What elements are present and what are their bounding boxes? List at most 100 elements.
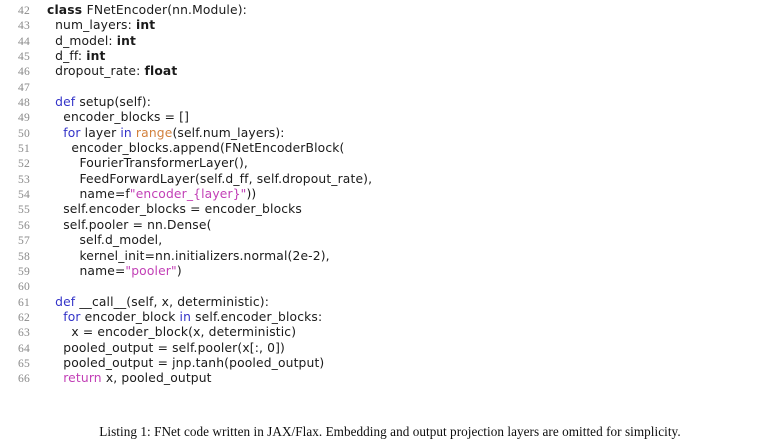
line-number: 64 — [18, 341, 30, 355]
code-line: 62 for encoder_block in self.encoder_blo… — [0, 310, 780, 325]
code-token-plain: pooled_output = jnp.tanh(pooled_output) — [47, 355, 325, 370]
code-token-plain: d_ff: — [47, 49, 87, 64]
code-line-text: kernel_init=nn.initializers.normal(2e-2)… — [30, 249, 780, 264]
code-line-text: name=f"encoder_{layer}")) — [30, 187, 780, 202]
code-line-text: self.encoder_blocks = encoder_blocks — [30, 202, 780, 217]
code-token-plain: name=f — [47, 187, 130, 202]
code-line: 46 dropout_rate: float — [0, 64, 780, 79]
code-line: 59 name="pooler") — [0, 264, 780, 279]
code-line: 49 encoder_blocks = [] — [0, 110, 780, 125]
code-token-plain: encoder_blocks = [] — [47, 110, 190, 125]
code-token-plain: name= — [47, 263, 126, 278]
code-token-plain: layer — [84, 125, 121, 140]
line-number: 59 — [18, 264, 30, 278]
code-line-text: def __call__(self, x, deterministic): — [30, 295, 780, 310]
code-line: 66 return x, pooled_output — [0, 371, 780, 386]
code-token-plain: self.encoder_blocks: — [195, 309, 323, 324]
code-token-plain: d_model: — [47, 33, 117, 48]
code-token-plain: ) — [176, 263, 182, 278]
line-number: 60 — [18, 280, 30, 294]
code-line-text: for encoder_block in self.encoder_blocks… — [30, 310, 780, 325]
code-token-plain: self.d_model, — [47, 233, 163, 248]
code-token-plain: num_layers: — [47, 18, 136, 33]
code-token-plain: FourierTransformerLayer(), — [47, 156, 248, 171]
line-number: 47 — [18, 80, 30, 94]
code-line-text: FeedForwardLayer(self.d_ff, self.dropout… — [30, 172, 780, 187]
code-line: 45 d_ff: int — [0, 49, 780, 64]
code-line: 53 FeedForwardLayer(self.d_ff, self.drop… — [0, 172, 780, 187]
code-line-text: encoder_blocks = [] — [30, 110, 780, 125]
line-number: 50 — [18, 126, 30, 140]
line-number: 66 — [18, 372, 30, 386]
code-token-plain: (self.num_layers): — [172, 125, 285, 140]
code-token-plain: FNetEncoder(nn.Module): — [86, 3, 247, 17]
code-line-text: name="pooler") — [30, 264, 780, 279]
code-line-text: FourierTransformerLayer(), — [30, 156, 780, 171]
code-line-text: x = encoder_block(x, deterministic) — [30, 325, 780, 340]
code-token-plain — [47, 95, 55, 109]
code-line-text: dropout_rate: float — [30, 64, 780, 79]
line-number: 48 — [18, 96, 30, 110]
code-token-builtin: range — [135, 125, 173, 140]
code-line: 48 def setup(self): — [0, 95, 780, 110]
code-line-text: pooled_output = self.pooler(x[:, 0]) — [30, 341, 780, 356]
code-token-kw: def — [55, 294, 80, 309]
code-token-kw: in — [120, 125, 136, 140]
code-token-kwbold: class — [47, 3, 87, 17]
code-line-text: encoder_blocks.append(FNetEncoderBlock( — [30, 141, 780, 156]
code-token-str: "pooler" — [125, 263, 177, 278]
code-token-kwbold: int — [116, 33, 137, 48]
code-token-str: "encoder_{layer}" — [129, 187, 247, 202]
line-number: 52 — [18, 157, 30, 171]
code-token-plain: encoder_blocks.append(FNetEncoderBlock( — [47, 141, 345, 156]
line-number: 62 — [18, 310, 30, 324]
figure-caption: Listing 1: FNet code written in JAX/Flax… — [99, 424, 681, 439]
code-token-kw: for — [63, 125, 85, 140]
code-token-plain — [47, 295, 55, 309]
line-number: 49 — [18, 111, 30, 125]
line-number: 43 — [18, 19, 30, 33]
line-number: 44 — [18, 34, 30, 48]
code-token-kw: def — [55, 95, 80, 110]
code-line: 58 kernel_init=nn.initializers.normal(2e… — [0, 249, 780, 264]
code-line: 50 for layer in range(self.num_layers): — [0, 126, 780, 141]
code-line: 44 d_model: int — [0, 34, 780, 49]
code-line: 52 FourierTransformerLayer(), — [0, 156, 780, 171]
line-number: 45 — [18, 50, 30, 64]
line-number: 61 — [18, 295, 30, 309]
code-token-plain: setup(self): — [79, 95, 151, 110]
code-line: 65 pooled_output = jnp.tanh(pooled_outpu… — [0, 356, 780, 371]
code-token-plain: dropout_rate: — [47, 64, 145, 79]
code-line: 63 x = encoder_block(x, deterministic) — [0, 325, 780, 340]
line-number: 58 — [18, 249, 30, 263]
code-line: 60 — [0, 279, 780, 294]
code-token-kwbold: int — [86, 49, 106, 64]
code-token-plain: FeedForwardLayer(self.d_ff, self.dropout… — [47, 171, 373, 186]
line-number: 54 — [18, 188, 30, 202]
code-line-text: class FNetEncoder(nn.Module): — [30, 3, 780, 18]
line-number: 56 — [18, 218, 30, 232]
line-number: 42 — [18, 4, 30, 17]
code-token-kwbold: float — [144, 64, 178, 79]
code-token-plain — [47, 310, 63, 324]
code-line: 61 def __call__(self, x, deterministic): — [0, 295, 780, 310]
code-token-plain — [47, 371, 63, 385]
code-token-plain: )) — [246, 187, 257, 202]
code-line-text: self.d_model, — [30, 233, 780, 248]
code-token-plain: x = encoder_block(x, deterministic) — [47, 325, 297, 340]
code-line: 43 num_layers: int — [0, 18, 780, 33]
line-number: 63 — [18, 326, 30, 340]
code-token-kw: for — [63, 309, 85, 324]
code-line-text: num_layers: int — [30, 18, 780, 33]
code-line-text: def setup(self): — [30, 95, 780, 110]
code-line: 55 self.encoder_blocks = encoder_blocks — [0, 202, 780, 217]
code-token-plain: self.encoder_blocks = encoder_blocks — [47, 202, 302, 217]
code-token-kw: in — [179, 309, 196, 324]
code-line-text: d_ff: int — [30, 49, 780, 64]
line-number: 46 — [18, 65, 30, 79]
line-number: 55 — [18, 203, 30, 217]
code-line-text: pooled_output = jnp.tanh(pooled_output) — [30, 356, 780, 371]
code-line-text: for layer in range(self.num_layers): — [30, 126, 780, 141]
